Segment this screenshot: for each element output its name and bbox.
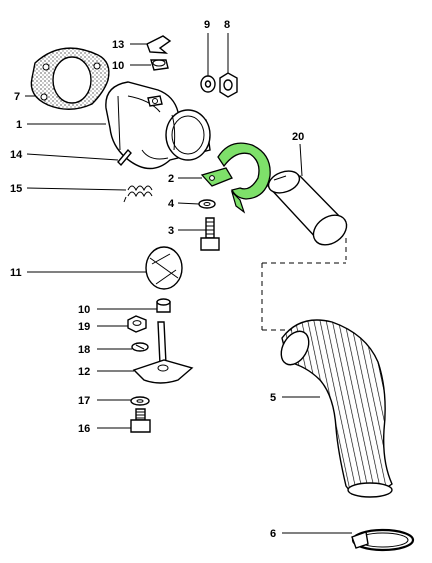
callout-13: 13	[112, 39, 124, 51]
callout-10-lower: 10	[78, 304, 90, 316]
spring-part	[123, 185, 153, 203]
callout-12: 12	[78, 366, 90, 378]
callout-20: 20	[292, 131, 304, 143]
callout-2: 2	[168, 173, 174, 185]
guide-lines	[261, 238, 347, 331]
hose-clamp-ring-part	[351, 528, 415, 552]
nut-small-top-part	[150, 59, 169, 71]
leader-lines	[25, 33, 352, 534]
flat-washer-part	[130, 396, 150, 406]
callout-6: 6	[270, 528, 276, 540]
callout-14: 14	[10, 149, 23, 161]
callout-5: 5	[270, 392, 276, 404]
callout-10-top: 10	[112, 60, 124, 72]
lever-bracket-part	[132, 321, 194, 384]
callout-19: 19	[78, 321, 90, 333]
callout-9: 9	[204, 19, 210, 31]
callout-1: 1	[16, 119, 22, 131]
sleeve-tube-part	[266, 170, 348, 246]
callout-11: 11	[10, 267, 22, 279]
clip-part	[146, 35, 172, 54]
corrugated-hose-part	[280, 319, 393, 498]
gasket-part	[30, 47, 110, 110]
hose-clamp-highlighted-part	[200, 142, 271, 214]
callout-3: 3	[168, 225, 174, 237]
pin-part	[117, 148, 132, 167]
stud-bolt-part	[130, 408, 151, 433]
callout-8: 8	[224, 19, 230, 31]
hex-nut-part	[219, 72, 238, 98]
heater-housing-part	[105, 81, 211, 170]
callout-7: 7	[14, 91, 20, 103]
callout-16: 16	[78, 423, 90, 435]
callout-15: 15	[10, 183, 22, 195]
flap-disc-part	[145, 246, 183, 290]
callout-4: 4	[168, 198, 175, 210]
callout-17: 17	[78, 395, 90, 407]
spring-washer-part	[131, 342, 149, 352]
bolt-part	[200, 217, 220, 251]
callout-18: 18	[78, 344, 90, 356]
washer-part	[200, 75, 216, 93]
callout-labels: 7 1 13 10 9 8 14 15 2 4 3 20 11 10 19 18…	[10, 19, 304, 540]
hex-nut-lower-part	[127, 315, 147, 333]
lock-washer-part	[198, 199, 216, 209]
nut-small-lower-part	[156, 298, 171, 313]
